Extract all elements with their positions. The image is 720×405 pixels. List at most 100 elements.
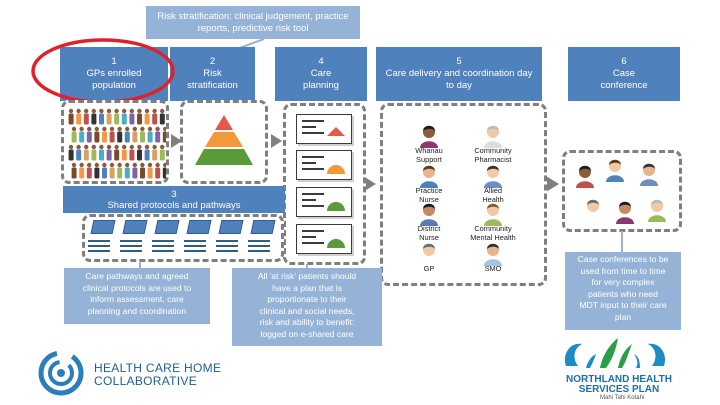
crowd-person-body bbox=[137, 149, 142, 161]
care-plan-document-icon bbox=[296, 114, 352, 144]
crowd-person-body bbox=[114, 113, 120, 125]
crowd-person-body bbox=[76, 149, 82, 161]
person-avatar-icon bbox=[484, 203, 502, 226]
hchc-logo-line1: HEALTH CARE HOME bbox=[94, 361, 222, 375]
crowd-person-body bbox=[71, 131, 77, 143]
protocol-line-icon bbox=[216, 245, 238, 247]
step-6-box: 6 Case conference bbox=[568, 47, 680, 101]
northland-logo-line2: SERVICES PLAN bbox=[578, 384, 660, 395]
crowd-person-head bbox=[144, 108, 150, 114]
protocol-step-icon bbox=[186, 220, 212, 234]
shared-label: Shared protocols and pathways bbox=[107, 199, 241, 211]
care-plan-document-icon bbox=[296, 224, 352, 254]
case-conference-note-line5: MDT input to their care bbox=[579, 300, 667, 310]
protocol-line-icon bbox=[248, 240, 270, 242]
people-crowd-icon bbox=[68, 108, 166, 179]
step-2-line2: stratification bbox=[187, 80, 238, 91]
crowd-person-body bbox=[159, 113, 165, 125]
care-plan-note-line3: proportionate to their bbox=[267, 294, 347, 304]
protocols-panel bbox=[82, 214, 284, 262]
crowd-person-head bbox=[106, 144, 112, 150]
protocol-line-icon bbox=[184, 245, 206, 247]
crowd-person-body bbox=[79, 131, 85, 143]
crowd-person-head bbox=[160, 108, 165, 114]
crowd-person-head bbox=[94, 162, 99, 168]
protocol-step-icon bbox=[122, 220, 148, 234]
crowd-person-head bbox=[132, 162, 137, 168]
step-6-line2: conference bbox=[600, 80, 648, 91]
crowd-person-body bbox=[102, 131, 107, 143]
arrow-right-icon bbox=[171, 134, 182, 148]
step-2-line1: Risk bbox=[203, 68, 222, 79]
care-plan-note-line1: All 'at risk' patients should bbox=[257, 271, 357, 281]
protocol-line-icon bbox=[88, 245, 110, 247]
callout-text-line1: Risk stratification: clinical judgement,… bbox=[157, 10, 349, 22]
care-team-role-line1: Allied bbox=[483, 186, 503, 195]
step-1-line1: GPs enrolled bbox=[86, 68, 142, 79]
step-1-box: 1 GPs enrolled population bbox=[60, 47, 168, 101]
crowd-person-body bbox=[132, 167, 138, 179]
pathways-note-line1: Care pathways and agreed bbox=[85, 271, 189, 281]
crowd-person-head bbox=[84, 108, 89, 114]
person-avatar-icon bbox=[484, 165, 502, 188]
person-avatar-icon bbox=[640, 163, 658, 186]
step-2-box: 2 Risk stratification bbox=[170, 47, 255, 101]
person-avatar-icon bbox=[484, 125, 502, 148]
step-5-box: 5 Care delivery and coordination day to … bbox=[376, 47, 542, 101]
crowd-person-body bbox=[109, 131, 115, 143]
crowd-person-body bbox=[159, 149, 165, 161]
crowd-person-head bbox=[91, 108, 96, 114]
arrow-right-icon bbox=[271, 134, 282, 148]
arrow-right-icon bbox=[363, 176, 376, 192]
crowd-person-body bbox=[117, 131, 123, 143]
crowd-person-body bbox=[68, 113, 74, 125]
crowd-person-head bbox=[84, 144, 89, 150]
care-plan-document-icon bbox=[296, 187, 352, 217]
person-avatar-icon bbox=[420, 203, 438, 226]
hchc-logo-line2: COLLABORATIVE bbox=[94, 374, 198, 388]
crowd-person-body bbox=[86, 131, 92, 143]
crowd-person-head bbox=[87, 162, 92, 168]
crowd-person-head bbox=[147, 126, 153, 132]
person-avatar-icon bbox=[648, 199, 666, 222]
crowd-person-head bbox=[155, 126, 160, 132]
protocol-line-icon bbox=[216, 250, 238, 252]
crowd-person-body bbox=[155, 131, 161, 143]
risk-pyramid-panel bbox=[180, 100, 268, 184]
care-plan-note-line6: logged on e-shared care bbox=[260, 328, 354, 339]
crowd-person-body bbox=[162, 131, 166, 143]
crowd-person-head bbox=[109, 162, 115, 168]
crowd-person-body bbox=[83, 149, 89, 161]
protocol-line-icon bbox=[88, 240, 110, 242]
protocol-line-icon bbox=[152, 250, 174, 252]
step-1-line2: population bbox=[92, 80, 136, 91]
care-team-role-line1: Whanau bbox=[415, 146, 443, 155]
case-conference-note-line1: Case conferences to be bbox=[577, 254, 669, 264]
care-team-role-line1: Community bbox=[474, 224, 512, 233]
crowd-person-body bbox=[152, 113, 158, 125]
crowd-person-head bbox=[129, 144, 134, 150]
crowd-person-head bbox=[94, 126, 99, 132]
crowd-person-head bbox=[163, 126, 166, 132]
crowd-person-body bbox=[79, 167, 85, 179]
step-6-number: 6 bbox=[621, 56, 627, 67]
care-team-role-line2: Mental Health bbox=[470, 232, 516, 242]
care-plan-note-line2: have a plan that is bbox=[272, 282, 342, 293]
crowd-person-body bbox=[71, 167, 77, 179]
crowd-person-body bbox=[121, 113, 127, 125]
hchc-logo: HEALTH CARE HOME COLLABORATIVE bbox=[36, 348, 236, 398]
crowd-person-head bbox=[102, 126, 107, 132]
crowd-person-body bbox=[83, 113, 89, 125]
care-plan-document-icon bbox=[296, 150, 352, 180]
protocol-step-icon bbox=[90, 220, 116, 234]
crowd-person-head bbox=[102, 162, 107, 168]
crowd-person-head bbox=[68, 108, 74, 114]
care-team-role-line1: Practice bbox=[415, 186, 443, 195]
crowd-person-body bbox=[129, 149, 135, 161]
person-avatar-icon bbox=[420, 243, 438, 266]
care-team-role-line1: Community bbox=[474, 146, 512, 155]
pathways-connector-line bbox=[139, 261, 141, 269]
shared-number: 3 bbox=[171, 188, 177, 200]
crowd-person-head bbox=[106, 108, 112, 114]
protocol-step-icon bbox=[250, 220, 276, 234]
